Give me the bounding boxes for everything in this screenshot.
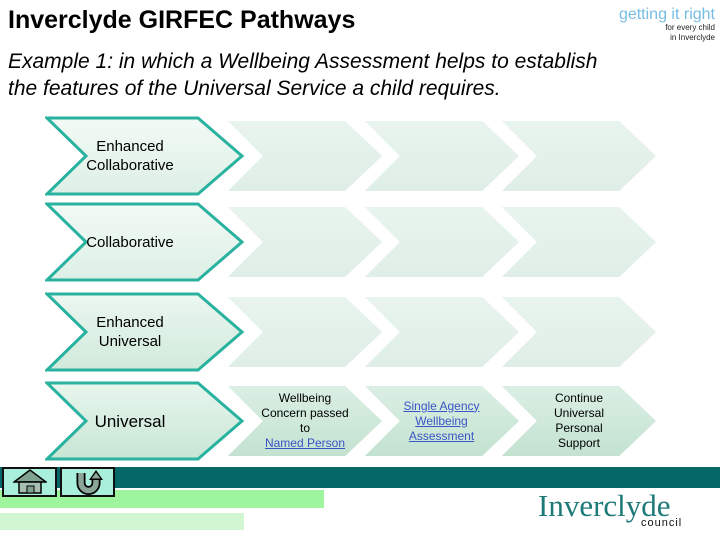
- chevron-enhanced-universal: [45, 292, 245, 372]
- footer-bar: [0, 467, 720, 488]
- link-single-agency-wellbeing-assessment[interactable]: Single Agency Wellbeing Assessment: [403, 398, 480, 443]
- chevron-blank: [497, 119, 659, 193]
- girfec-logo-sub1: for every child: [665, 23, 715, 32]
- chevron-enhanced-collaborative: [45, 116, 245, 196]
- chevron-step-continue-support: [497, 384, 659, 458]
- chevron-blank: [360, 295, 522, 369]
- chevron-blank: [497, 205, 659, 279]
- step-single-agency: Single Agency Wellbeing Assessment: [394, 381, 489, 461]
- girfec-logo: getting it right for every child in Inve…: [619, 6, 715, 43]
- return-button[interactable]: [60, 467, 115, 497]
- pathway-label-enhanced-collaborative: Enhanced Collaborative: [86, 138, 174, 174]
- chevron-universal: [45, 381, 245, 461]
- chevron-collaborative: [45, 202, 245, 282]
- pathway-label-universal: Universal: [94, 411, 166, 431]
- chevron-blank: [223, 205, 385, 279]
- chevron-blank: [223, 119, 385, 193]
- subtitle: Example 1: in which a Wellbeing Assessme…: [8, 48, 597, 102]
- step-wellbeing-concern: Wellbeing Concern passed to Named Person: [259, 381, 351, 461]
- home-icon: [12, 469, 47, 494]
- home-button[interactable]: [2, 467, 57, 497]
- step-wellbeing-concern-text: Wellbeing Concern passed to: [261, 391, 349, 435]
- green-bar-pale: [0, 513, 244, 530]
- girfec-logo-main: getting it right: [618, 6, 715, 23]
- council-logo-sub: council: [641, 517, 683, 529]
- subtitle-line-2: the features of the Universal Service a …: [8, 77, 501, 100]
- chevron-blank: [497, 295, 659, 369]
- chevron-blank: [360, 205, 522, 279]
- link-named-person[interactable]: Named Person: [264, 436, 346, 450]
- subtitle-line-1: Example 1: in which a Wellbeing Assessme…: [8, 50, 598, 73]
- page-title: Inverclyde GIRFEC Pathways: [8, 6, 356, 34]
- u-turn-icon: [76, 470, 103, 495]
- council-logo: Inverclyde: [538, 488, 671, 523]
- chevron-blank: [223, 295, 385, 369]
- pathway-label-collaborative: Collaborative: [86, 233, 174, 251]
- girfec-logo-sub2: in Inverclyde: [670, 33, 715, 42]
- step-continue-support: Continue Universal Personal Support: [553, 391, 604, 450]
- chevron-blank: [360, 119, 522, 193]
- chevron-step-wellbeing-concern: [223, 384, 385, 458]
- chevron-step-single-agency: [360, 384, 522, 458]
- pathway-label-enhanced-universal: Enhanced Universal: [96, 314, 164, 350]
